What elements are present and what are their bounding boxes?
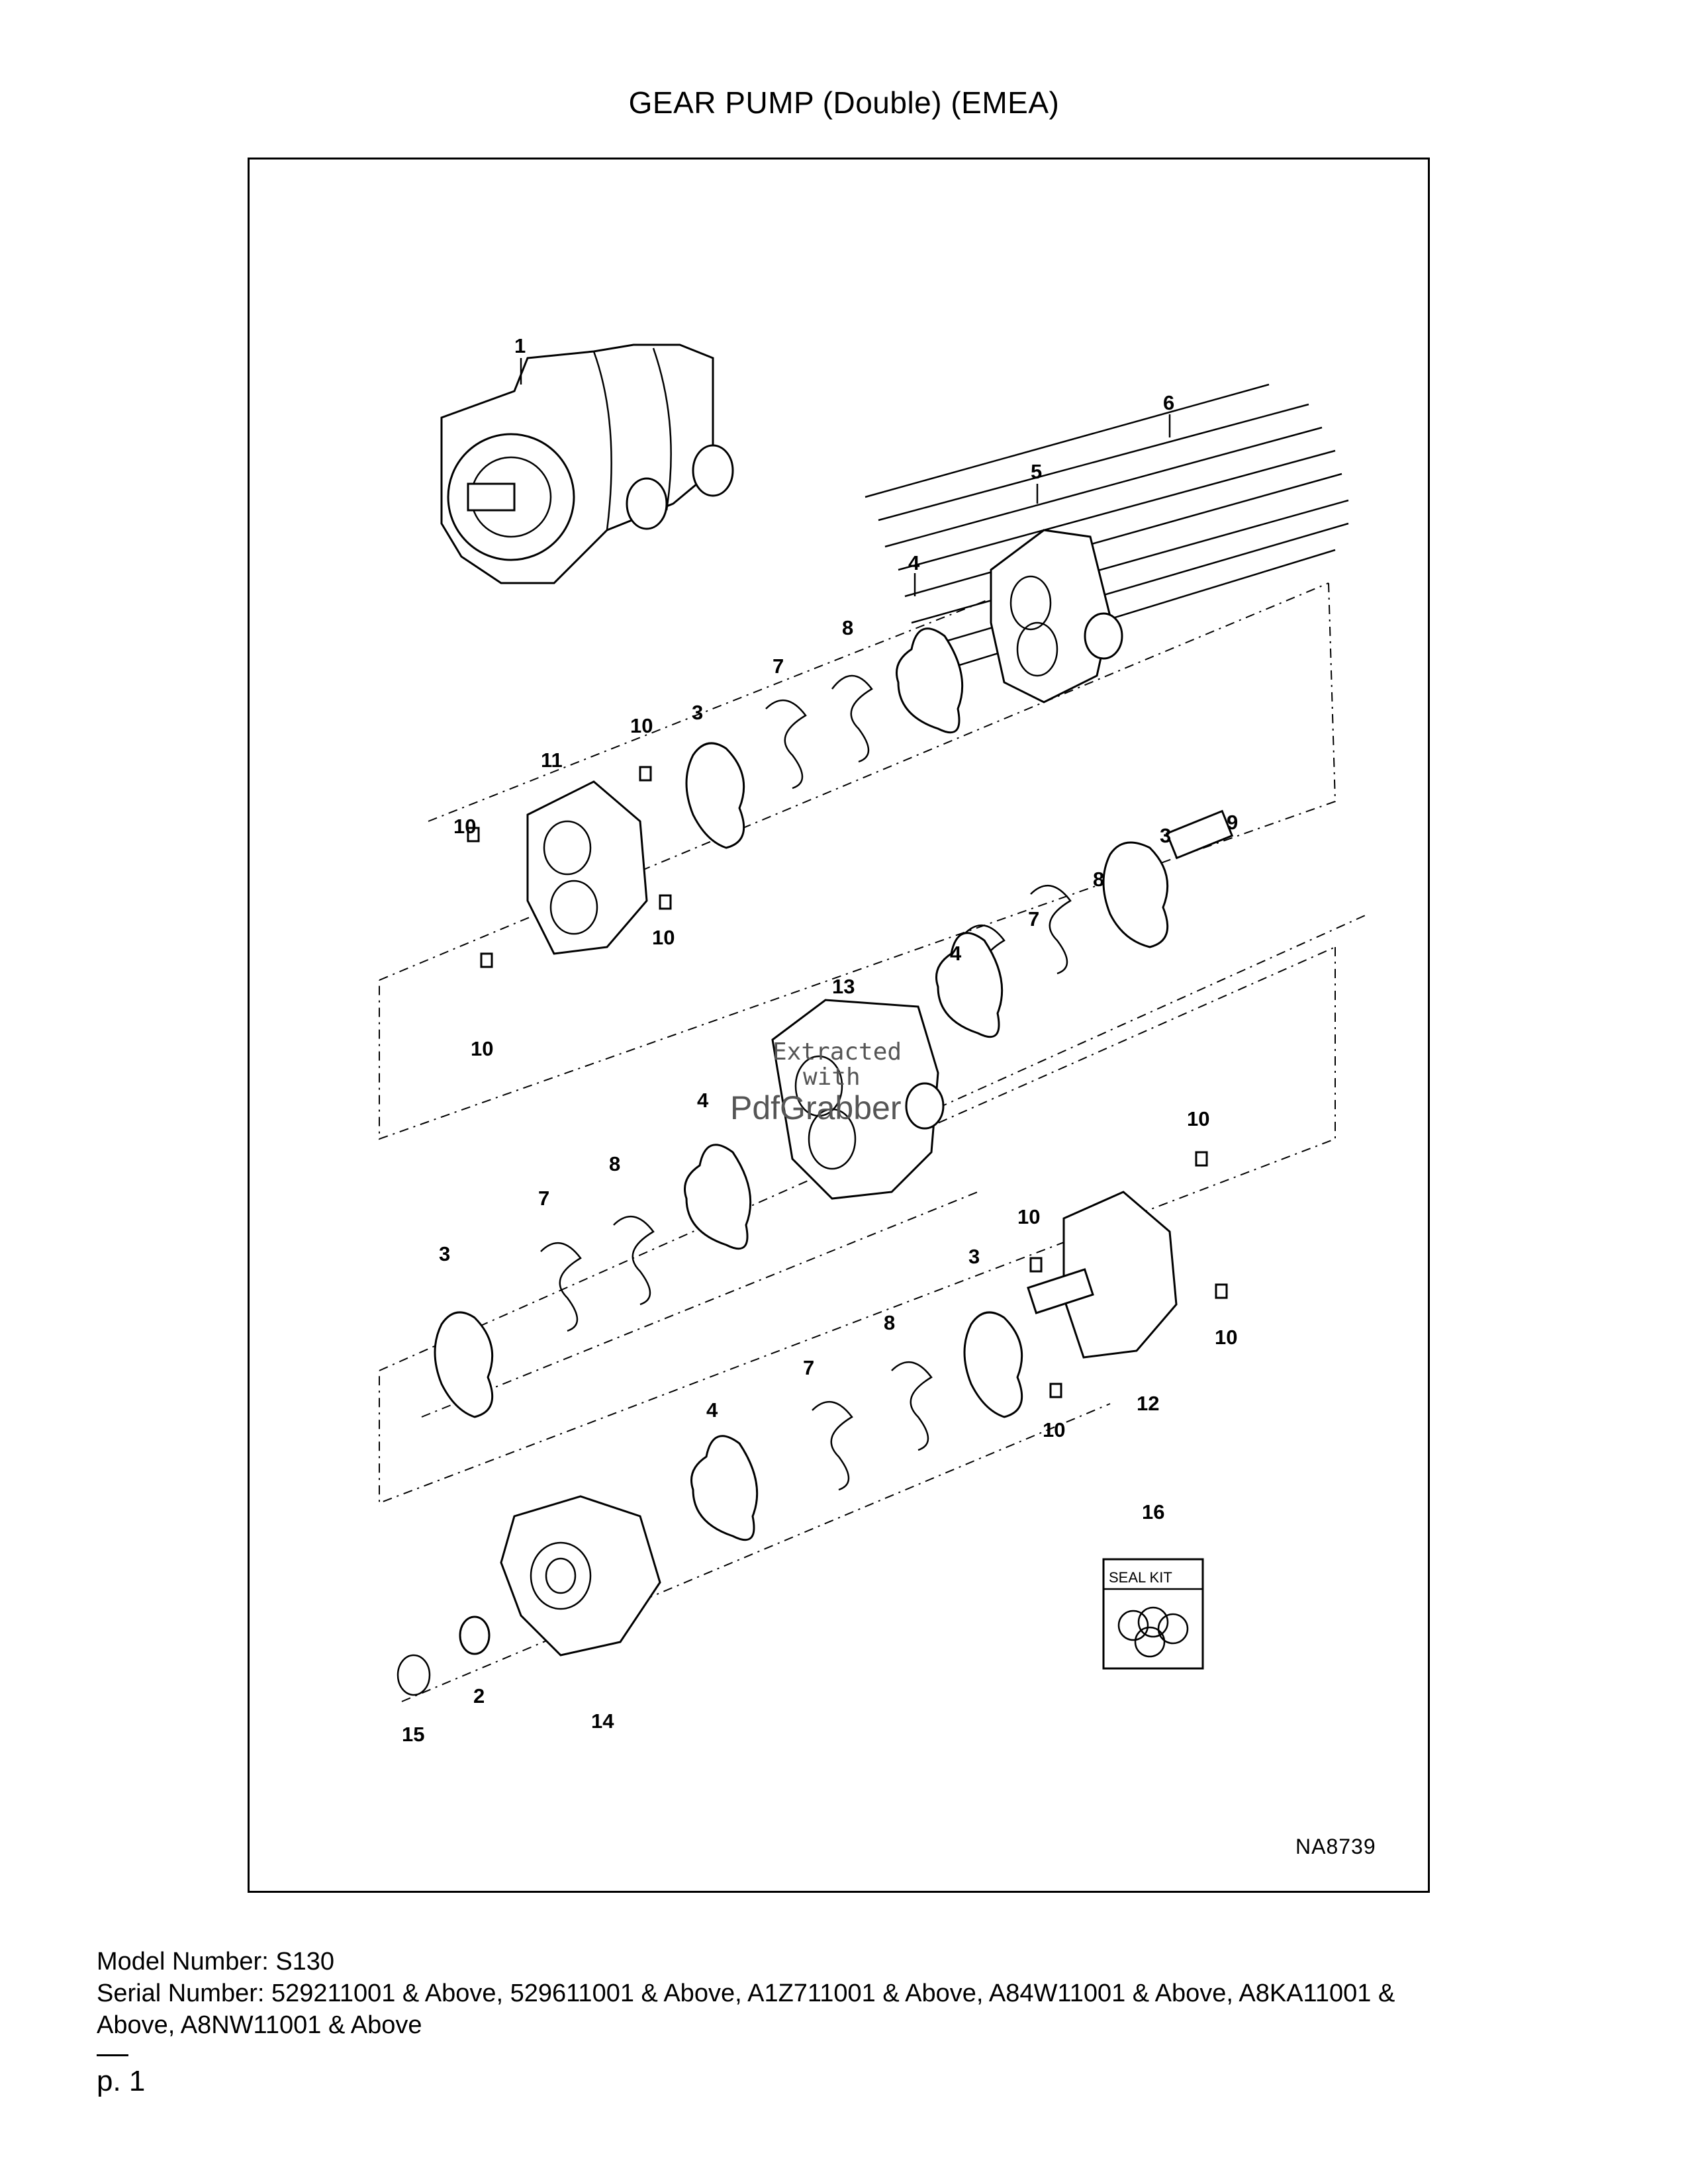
page-number: p. 1 [97,2065,146,2097]
page-title: GEAR PUMP (Double) (EMEA) [628,85,1060,120]
callout-10-right: 10 [1187,1107,1209,1130]
callout-1: 1 [514,334,526,357]
callout-10-left: 10 [453,815,476,838]
part-14-mounting-flange [500,1495,661,1657]
part-13-center-housing [771,999,945,1200]
drawing-code: NA8739 [1295,1835,1376,1858]
callout-9: 9 [1227,811,1238,834]
callout-10-lowercenter: 10 [1043,1418,1065,1441]
part-10-dowel-d [480,952,493,968]
part-10-dowel-f [1029,1257,1043,1273]
callout-12: 12 [1137,1392,1159,1415]
part-10-dowel-c [659,894,672,910]
callout-4-lower: 4 [697,1089,709,1112]
part-4-gasket-top [896,627,964,734]
callout-10-top: 10 [630,714,653,737]
axis-line-4 [401,1403,1111,1702]
callout-7-mid: 7 [1028,907,1039,931]
part-10-dowel-e [1195,1151,1208,1167]
part-10-dowel-h [1049,1383,1062,1398]
callout-8-right: 8 [884,1311,895,1334]
part-10-dowel-b [467,827,480,842]
watermark-line-1: Extracted [773,1038,902,1066]
part-10-dowel-a [639,766,652,782]
part-7-seal-right [812,1400,853,1491]
part-9-spline-coupler [1165,809,1234,860]
part-11-housing [526,780,648,955]
part-1-gear-pump-assembly [440,343,734,584]
callout-8-lower: 8 [609,1152,620,1175]
part-5-cover [990,529,1123,704]
callout-13: 13 [832,975,855,998]
part-8-seal-right [891,1361,933,1451]
callout-10-bottomleft: 10 [471,1037,493,1060]
callout-8-mid: 8 [1093,868,1104,891]
callout-14: 14 [591,1709,614,1733]
axis-line-3 [421,1191,978,1418]
callout-10-mid: 10 [652,926,675,949]
part-7-seal-top [765,699,807,790]
part-7-seal-lower [540,1242,582,1332]
callout-6: 6 [1163,391,1174,414]
part-16-seal-kit [1102,1558,1204,1670]
callout-7-right: 7 [803,1356,814,1379]
model-number: Model Number: S130 [97,1948,335,1976]
callout-3-lower: 3 [439,1242,450,1265]
part-4-gasket-mid [935,932,1004,1038]
part-4-gasket-lower [684,1144,752,1250]
part-3-wear-plate-mid [1102,841,1169,948]
part-10-dowel-g [1215,1283,1228,1299]
callout-15: 15 [402,1723,424,1746]
footer-rule [97,2054,128,2056]
callout-4-top: 4 [908,551,920,574]
callout-16: 16 [1142,1500,1164,1524]
callout-8-top: 8 [842,616,853,639]
callout-5: 5 [1031,460,1042,483]
callout-11: 11 [541,749,563,772]
document-footer: Model Number: S130 Serial Number: 529211… [97,1946,1606,2041]
exploded-parts-diagram: SEAL KIT 1 6 5 4 8 7 10 3 11 10 10 10 3 … [379,334,1376,1858]
exploded-diagram-frame: SEAL KIT 1 6 5 4 8 7 10 3 11 10 10 10 3 … [248,158,1430,1893]
part-8-seal-top [831,674,873,763]
part-3-wear-plate-top [685,742,745,849]
callout-3-mid: 3 [1160,824,1171,847]
part-6-bolts [865,383,1349,677]
callout-7-top: 7 [773,655,784,678]
seal-kit-label: SEAL KIT [1109,1569,1172,1586]
callout-2: 2 [473,1684,485,1707]
guide-line-a [379,582,1329,981]
callout-3-right: 3 [968,1245,980,1268]
callout-10-farright: 10 [1215,1326,1237,1349]
callout-4-mid: 4 [950,942,962,965]
callout-3-top: 3 [692,701,703,724]
serial-number-line-1: Serial Number: 529211001 & Above, 529611… [97,1979,1395,2007]
watermark-line-3: PdfGrabber [730,1089,901,1126]
part-3-wear-plate-lower [434,1311,494,1418]
part-3-wear-plate-right [963,1311,1023,1418]
part-8-seal-lower [613,1215,655,1306]
part-15-retaining-ring [397,1654,431,1696]
callout-4-bottom: 4 [706,1398,718,1422]
part-8-seal-mid [1030,884,1072,975]
part-2-shaft-seal [459,1615,491,1655]
guide-box-upper [379,582,1336,1140]
watermark-line-2: with [803,1064,861,1091]
callout-10-center: 10 [1017,1205,1040,1228]
callout-7-lower: 7 [538,1187,549,1210]
part-12-front-plate [1027,1191,1178,1359]
serial-number-line-2: Above, A8NW11001 & Above [97,2011,422,2039]
axis-line-1 [428,569,1064,822]
part-4-gasket-bottom [690,1435,759,1541]
guide-box-lower [379,947,1336,1504]
